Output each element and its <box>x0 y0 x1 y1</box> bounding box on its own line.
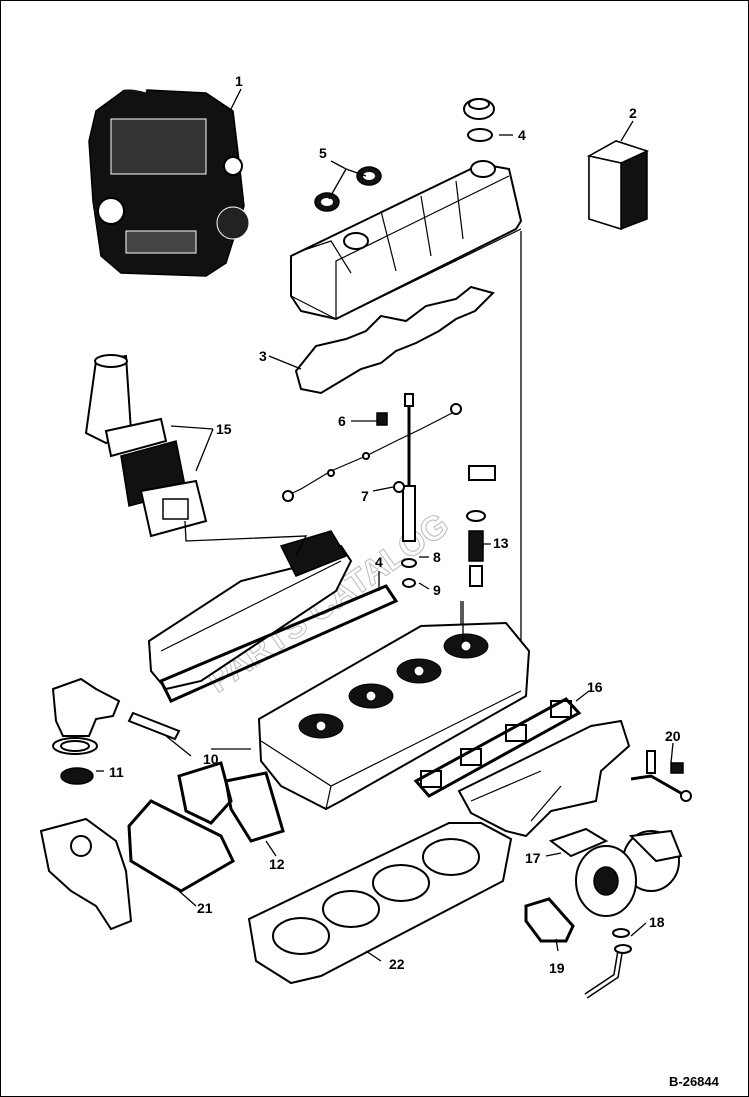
cylinder-head <box>257 621 531 811</box>
turbo-outlet-gasket <box>524 897 575 943</box>
callout-1: 1 <box>235 73 243 89</box>
gasket-kit-box <box>586 140 650 231</box>
coolant-pipe <box>127 711 181 741</box>
callout-18: 18 <box>649 914 665 930</box>
injector <box>393 393 417 588</box>
callout-2: 2 <box>629 105 637 121</box>
callout-11: 11 <box>109 764 124 780</box>
callout-9: 9 <box>433 582 441 598</box>
callout-4b: 4 <box>375 554 383 570</box>
exhaust-manifold <box>457 719 631 838</box>
callout-12: 12 <box>269 856 285 872</box>
injector-harness <box>282 403 462 502</box>
oil-return-pipe <box>584 928 632 999</box>
oil-filler-cap <box>463 98 495 142</box>
callout-22: 22 <box>389 956 405 972</box>
callout-21: 21 <box>197 900 213 916</box>
callout-8: 8 <box>433 549 441 565</box>
turbocharger <box>575 829 683 917</box>
cover-gaskets <box>127 761 285 893</box>
intake-gasket <box>158 584 399 703</box>
oil-feed-pipe <box>630 750 692 802</box>
callout-13: 13 <box>493 535 509 551</box>
valve-cover-gasket <box>294 285 495 395</box>
callout-15: 15 <box>216 421 232 437</box>
valve-components <box>460 465 496 641</box>
valve-cover-seals <box>314 166 382 212</box>
callout-16: 16 <box>587 679 603 695</box>
callout-6: 6 <box>338 413 346 429</box>
thermostat-housing <box>39 677 133 931</box>
leader-lines <box>96 88 674 962</box>
turbo-gasket <box>548 827 609 858</box>
callout-10: 10 <box>203 751 219 767</box>
valve-cover <box>290 160 523 321</box>
callout-4a: 4 <box>518 127 526 143</box>
egr-cooler-assembly <box>84 354 208 538</box>
callout-5: 5 <box>319 145 327 161</box>
callout-17: 17 <box>525 850 541 866</box>
callout-3: 3 <box>259 348 267 364</box>
callout-20: 20 <box>665 728 681 744</box>
callout-19: 19 <box>549 960 565 976</box>
exhaust-manifold-gasket <box>413 697 582 798</box>
figure-reference: B-26844 <box>669 1074 720 1089</box>
head-gasket <box>247 822 513 985</box>
engine-assembly <box>88 86 250 277</box>
callout-7: 7 <box>361 488 369 504</box>
